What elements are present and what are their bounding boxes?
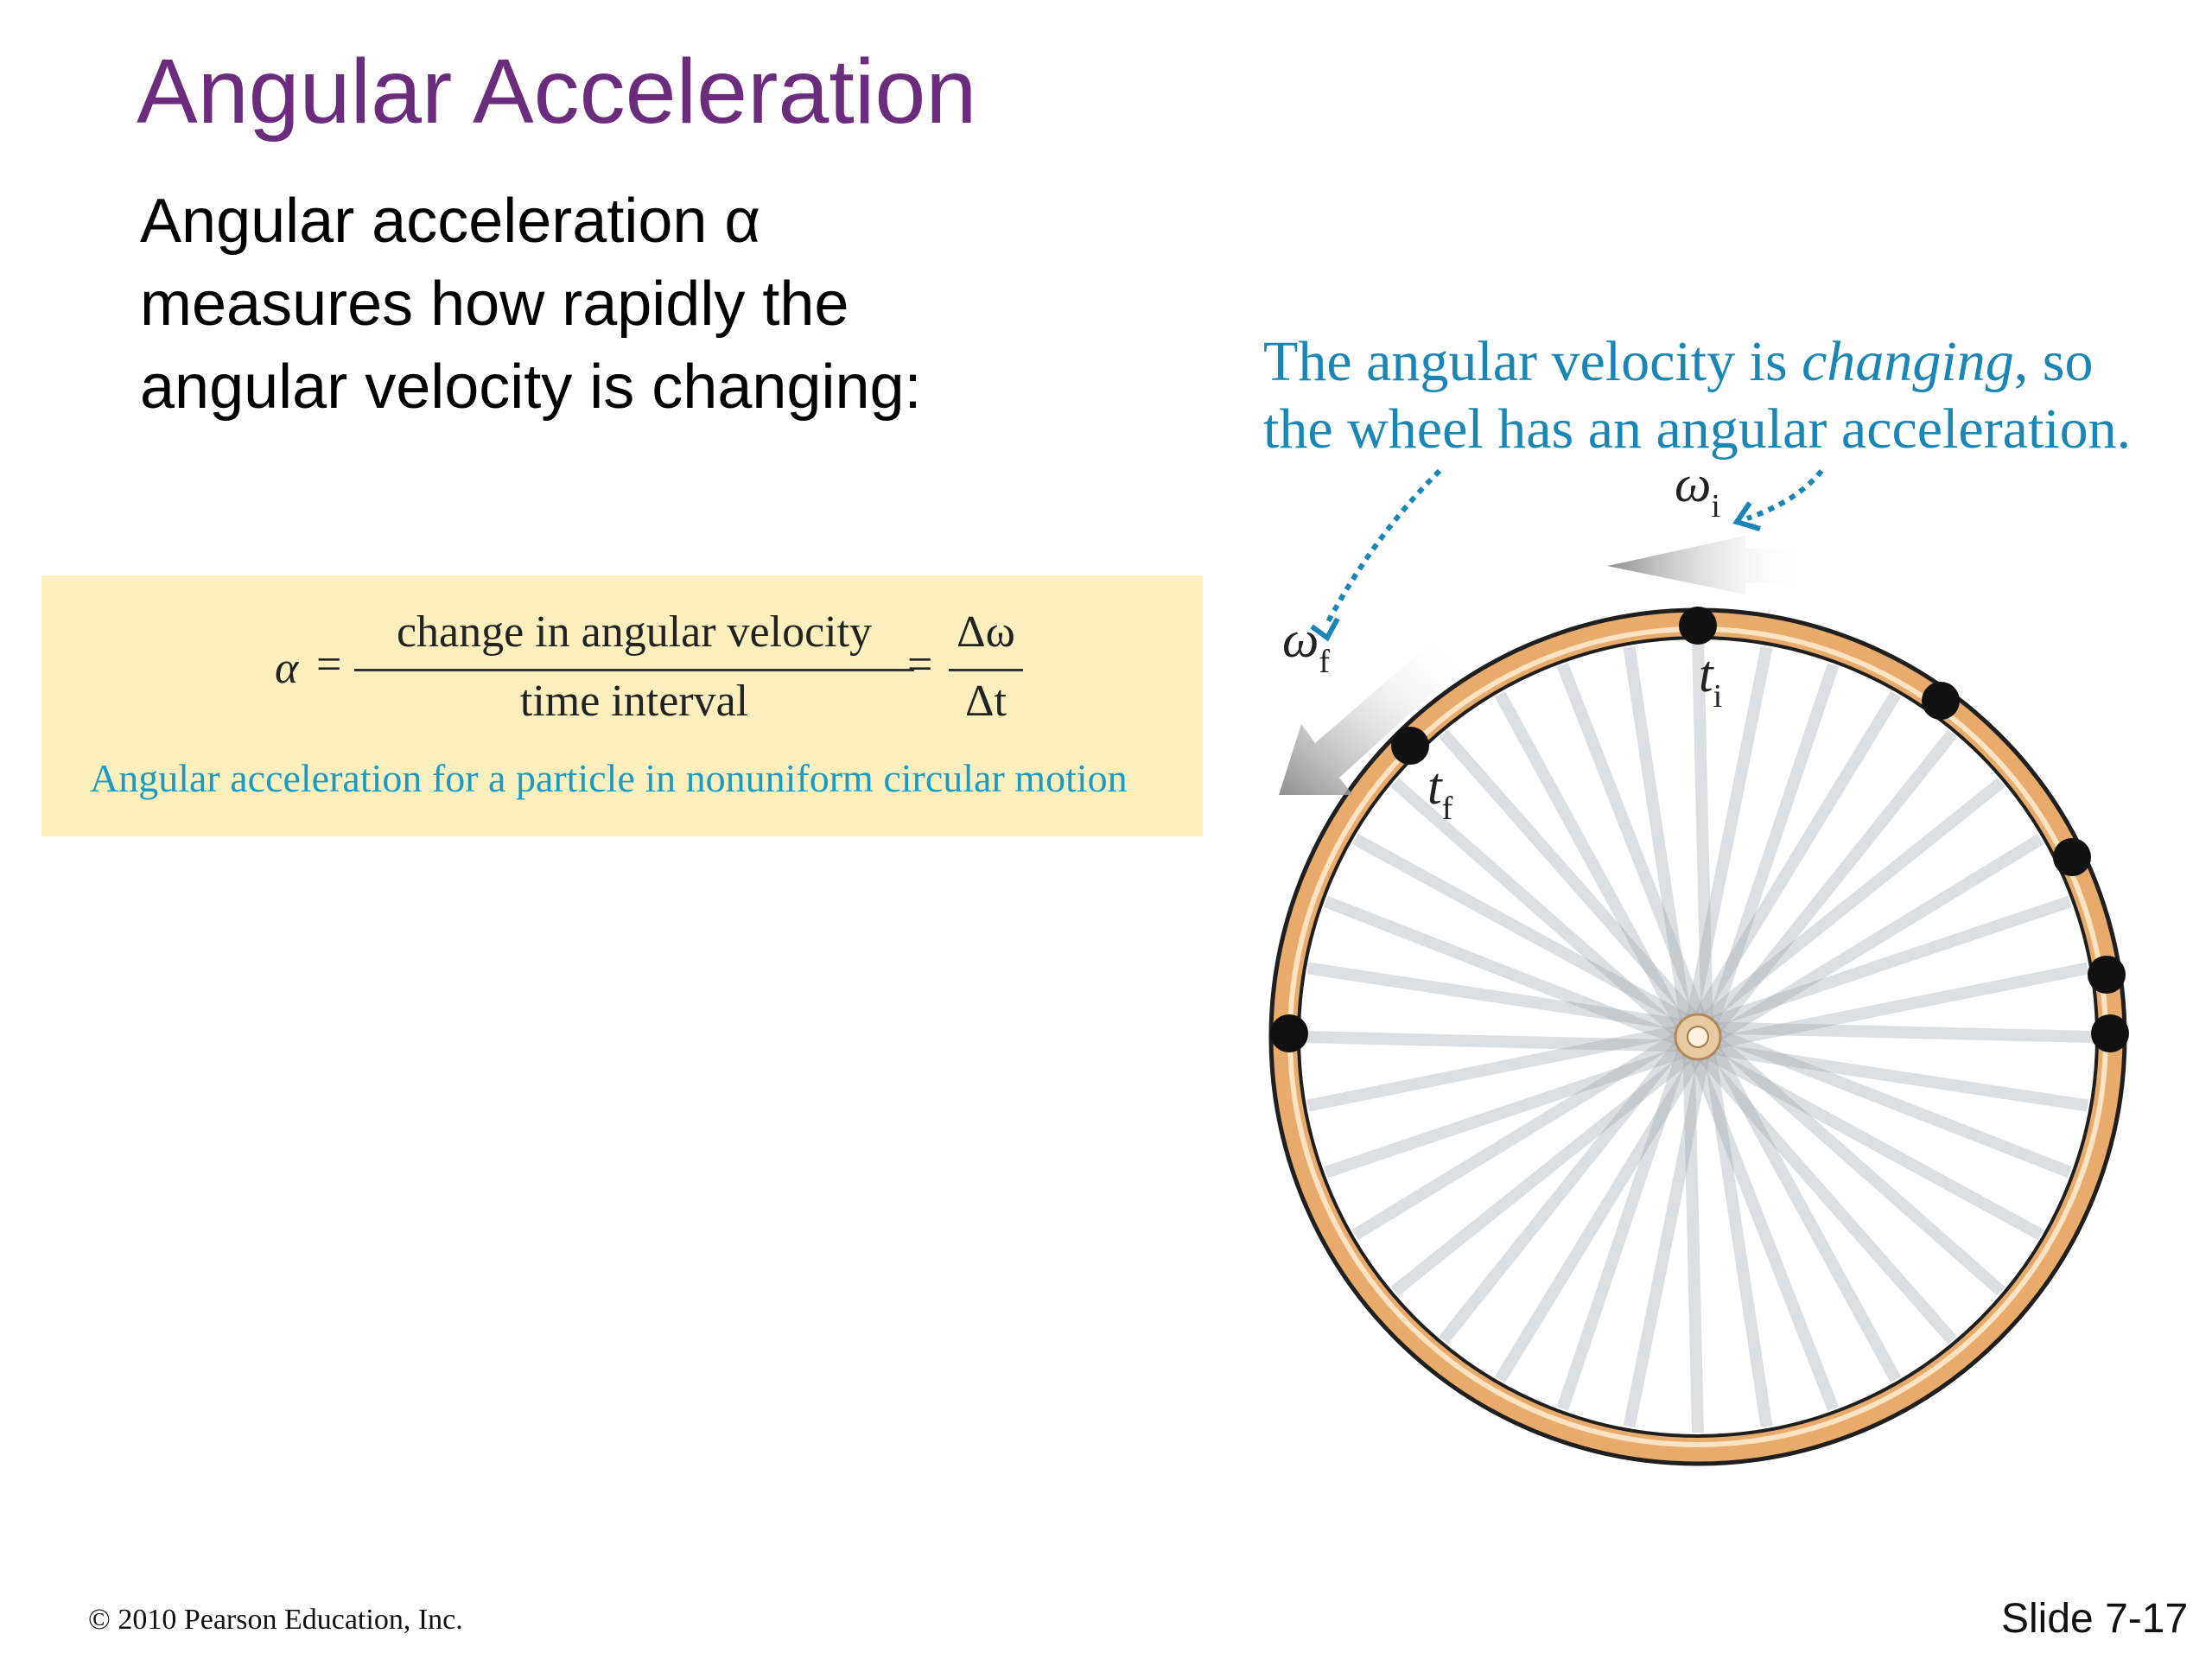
angular-acceleration-equation: α = change in angular velocity time inte…: [41, 607, 1203, 736]
particle-positions: [1270, 607, 2129, 1052]
wheel-spoke: [1713, 1043, 2089, 1112]
fraction-numerator: change in angular velocity: [396, 607, 873, 657]
delta-t: Δt: [965, 677, 1007, 726]
delta-omega: Δω: [957, 607, 1015, 657]
body-line: Angular acceleration α: [140, 187, 761, 256]
omega-i-label: ωi: [1675, 455, 1720, 524]
callout-arrowhead: [1310, 617, 1340, 642]
equals-sign: =: [316, 640, 342, 690]
callout-line-1: The angular velocity is changing, so: [1263, 330, 2094, 393]
wheel-spoke: [1439, 1041, 1684, 1344]
particle-dot: [2053, 838, 2091, 876]
wheel-spoke: [1390, 778, 1682, 1037]
omega-final-arrow: [1279, 644, 1459, 795]
wheel-spoke: [1712, 729, 1957, 1033]
wheel-spoke: [1694, 690, 1901, 1020]
wheel-spoke: [1390, 1051, 1694, 1296]
body-line: angular velocity is changing:: [140, 353, 922, 422]
wheel-spoke: [1709, 1046, 1902, 1382]
particle-dot: [1391, 727, 1429, 765]
wheel-spoke: [1715, 834, 2044, 1041]
wheel-spokes: [1301, 640, 2094, 1433]
wheel-spoke: [1710, 895, 2072, 1028]
wheel-spoke: [1623, 1055, 1710, 1428]
fraction-bar: [949, 669, 1023, 671]
wheel-spoke: [1707, 663, 1840, 1025]
particle-dot: [1679, 607, 1717, 645]
wheel-spoke: [1352, 833, 1689, 1026]
wheel-spoke: [1623, 645, 1692, 1021]
fraction-bar: [354, 669, 914, 671]
wheel-spoke: [1301, 1031, 1680, 1052]
fraction-denominator: time interval: [519, 677, 749, 726]
equals-sign: =: [907, 640, 933, 690]
wheel-spoke: [1556, 1049, 1689, 1411]
wheel-spoke: [1702, 778, 2005, 1023]
wheel-spoke: [1698, 1052, 1957, 1344]
wheel-spoke: [1351, 1033, 1681, 1240]
wheel-spoke: [1306, 1025, 1680, 1112]
particle-dot: [1270, 1014, 1308, 1052]
body-line: measures how rapidly the: [140, 270, 849, 339]
slide-number: Slide 7-17: [2001, 1596, 2189, 1642]
wheel-spoke: [1716, 1029, 2072, 1179]
particle-dot: [1922, 682, 1960, 720]
wheel-spoke: [1682, 1055, 1704, 1433]
particle-dot: [2091, 1014, 2129, 1052]
wheel-spoke: [1690, 1055, 1840, 1411]
omega-initial-arrow: [1607, 536, 1806, 594]
wheel-figure: ωi ωf ti tf: [1268, 455, 2129, 1466]
callout-arrowhead: [1732, 501, 1761, 531]
hub-center: [1687, 1026, 1709, 1048]
callout-arrow-left: [1323, 468, 1442, 628]
figure-callout: The angular velocity is changing, so the…: [1263, 328, 2131, 463]
t-f-label: tf: [1427, 758, 1453, 827]
alpha-symbol: α: [275, 644, 299, 693]
wheel-spoke: [1692, 640, 1713, 1019]
wheel-spoke: [1324, 1046, 1686, 1179]
equation-caption: Angular acceleration for a particle in n…: [90, 756, 1128, 800]
wheel-spoke: [1686, 645, 1773, 1019]
wheel-spoke: [1306, 962, 1682, 1031]
copyright-notice: © 2010 Pearson Education, Inc.: [88, 1604, 463, 1636]
wheel-spoke: [1713, 1037, 2005, 1296]
wheel-spoke: [1439, 729, 1698, 1021]
wheel-spoke: [1324, 895, 1680, 1045]
body-text: Angular acceleration α measures how rapi…: [140, 180, 922, 429]
wheel-spoke: [1494, 691, 1687, 1028]
equation-box: α = change in angular velocity time inte…: [41, 575, 1203, 836]
wheel-spoke: [1707, 1048, 2044, 1241]
wheel-spoke: [1556, 663, 1706, 1019]
slide-title: Angular Acceleration: [137, 41, 977, 143]
wheel-spoke: [1716, 962, 2089, 1049]
t-i-label: ti: [1699, 645, 1722, 715]
callout-line-2: the wheel has an angular acceleration.: [1263, 397, 2132, 461]
wheel-spoke: [1704, 1052, 1773, 1428]
wheel-spoke: [1495, 1054, 1702, 1383]
wheel-spoke: [1716, 1021, 2094, 1043]
omega-f-label: ωf: [1282, 611, 1330, 680]
particle-dot: [2088, 956, 2126, 994]
callout-arrow-right: [1746, 469, 1824, 521]
